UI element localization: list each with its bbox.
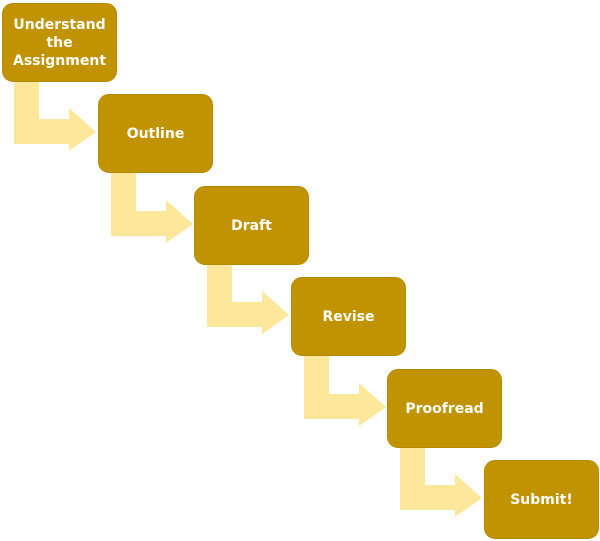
bent-arrow-shape [400,447,482,517]
connector-arrow-4 [304,356,386,426]
step-revise: Revise [291,277,406,356]
bent-arrow-shape [207,264,289,334]
step-label: Submit! [510,491,573,508]
step-draft: Draft [194,186,309,265]
bent-arrow-shape [14,81,96,151]
step-label: Outline [126,125,185,142]
bent-arrow-shape [111,173,193,243]
connector-arrow-5 [400,447,482,517]
connector-arrow-2 [111,173,193,243]
step-outline: Outline [98,94,213,173]
bent-arrow-shape [304,356,386,426]
connector-arrow-1 [14,81,96,151]
step-proofread: Proofread [387,369,502,448]
step-label: Draft [231,217,272,234]
step-label: Proofread [405,400,484,417]
step-submit: Submit! [484,460,599,539]
step-label: Understand the Assignment [12,16,107,69]
step-label: Revise [322,308,375,325]
step-understand-the-assignment: Understand the Assignment [2,3,117,82]
connector-arrow-3 [207,264,289,334]
